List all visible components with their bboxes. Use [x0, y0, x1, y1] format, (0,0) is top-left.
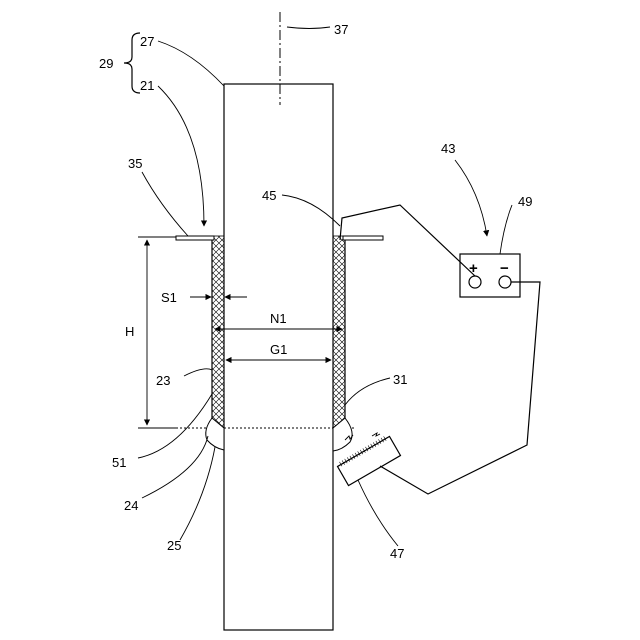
label-35: 35 — [128, 156, 142, 171]
leader-21 — [158, 86, 204, 226]
leader-27 — [158, 41, 224, 86]
leader-45 — [282, 195, 340, 226]
label-n1: N1 — [270, 311, 287, 326]
leader-24 — [142, 436, 208, 498]
label-31: 31 — [393, 372, 407, 387]
label-47: 47 — [390, 546, 404, 561]
leader-51 — [138, 394, 212, 458]
leader-37 — [287, 27, 330, 29]
right-coating — [333, 236, 345, 428]
leader-49 — [500, 205, 512, 254]
leader-47 — [358, 480, 398, 546]
leader-25 — [180, 447, 215, 540]
right-flange — [343, 236, 383, 240]
right-sleeve — [345, 238, 383, 428]
leader-23 — [184, 369, 212, 376]
label-25: 25 — [167, 538, 181, 553]
label-23: 23 — [156, 373, 170, 388]
label-21: 21 — [140, 78, 154, 93]
label-27: 27 — [140, 34, 154, 49]
left-coating — [212, 236, 224, 428]
label-h: H — [125, 324, 134, 339]
leader-35 — [142, 172, 188, 236]
label-29: 29 — [99, 56, 113, 71]
label-s1: S1 — [161, 290, 177, 305]
label-37: 37 — [334, 22, 348, 37]
label-24: 24 — [124, 498, 138, 513]
label-g1: G1 — [270, 342, 287, 357]
negative-sign: − — [500, 260, 509, 277]
label-43: 43 — [441, 141, 455, 156]
shaft — [224, 84, 333, 630]
label-45: 45 — [262, 188, 276, 203]
left-sleeve — [176, 238, 212, 428]
left-flange — [176, 236, 214, 240]
leader-31 — [345, 378, 390, 405]
label-49: 49 — [518, 194, 532, 209]
negative-wire — [380, 282, 540, 494]
leader-43 — [455, 160, 487, 236]
bracket-29 — [124, 33, 140, 93]
label-51: 51 — [112, 455, 126, 470]
